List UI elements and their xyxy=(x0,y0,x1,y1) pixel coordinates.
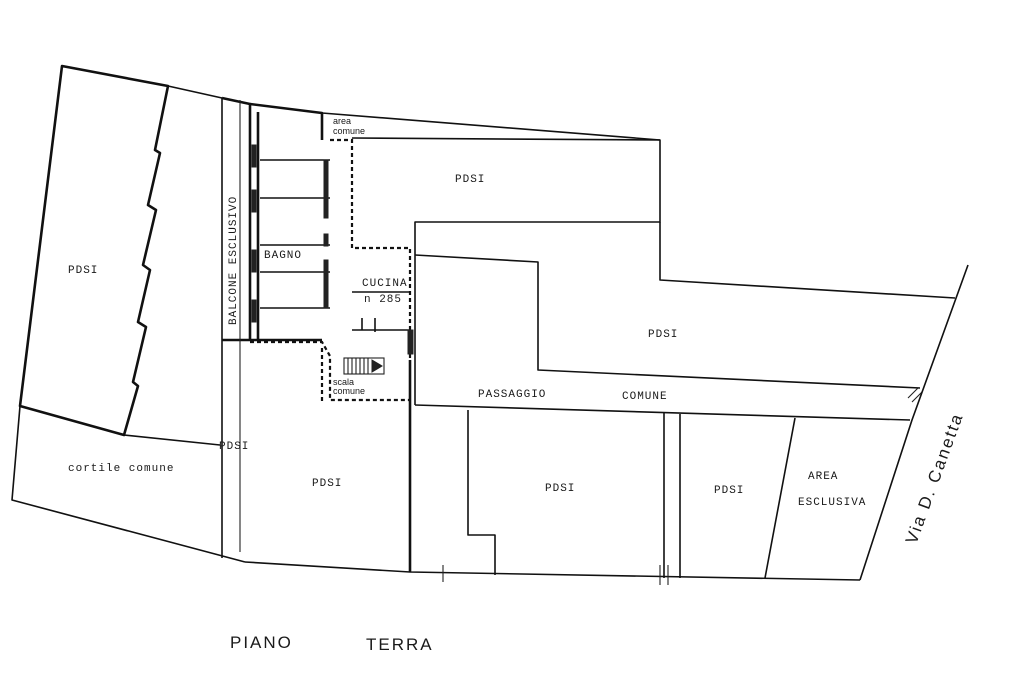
passaggio-comune xyxy=(414,387,923,421)
label-pdsi-bottom-mid: PDSI xyxy=(545,483,575,495)
label-pdsi-top: PDSI xyxy=(455,174,485,186)
balcone-strip xyxy=(221,96,252,558)
label-cortile-comune: cortile comune xyxy=(68,463,174,475)
label-area-esclusiva-2: ESCLUSIVA xyxy=(798,497,866,509)
label-area-esclusiva-1: AREA xyxy=(808,471,838,483)
cortile-comune-area xyxy=(11,85,246,563)
cucina-room xyxy=(352,291,414,355)
label-scala-comune-2: comune xyxy=(333,386,365,396)
scala-comune xyxy=(343,357,385,375)
label-passaggio: PASSAGGIO xyxy=(478,389,546,401)
label-title-piano: PIANO xyxy=(230,633,293,652)
label-area-comune-1: area xyxy=(333,116,351,126)
label-balcone-esclusivo: BALCONE ESCLUSIVO xyxy=(228,196,240,325)
label-pdsi-left: PDSI xyxy=(68,265,98,277)
right-building xyxy=(414,254,921,389)
label-street: Via D. Canetta xyxy=(902,410,967,546)
label-cucina: CUCINA xyxy=(362,278,408,290)
label-comune: COMUNE xyxy=(622,391,668,403)
top-building xyxy=(249,103,956,405)
label-pdsi-center: PDSI xyxy=(312,478,342,490)
label-area-comune-2: comune xyxy=(333,126,365,136)
label-title-terra: TERRA xyxy=(366,635,434,654)
lower-plots xyxy=(244,360,861,585)
label-cucina-number: n 285 xyxy=(364,294,402,306)
label-scala-comune-1: scala xyxy=(333,377,354,387)
street-edge xyxy=(859,264,969,581)
label-pdsi-balcone: PDSI xyxy=(219,441,249,453)
left-building xyxy=(18,64,170,437)
label-pdsi-right: PDSI xyxy=(648,329,678,341)
label-bagno: BAGNO xyxy=(264,250,302,262)
apartment-walls xyxy=(249,102,330,342)
label-pdsi-bottom-right: PDSI xyxy=(714,485,744,497)
unit-dashed-boundary xyxy=(250,138,412,404)
